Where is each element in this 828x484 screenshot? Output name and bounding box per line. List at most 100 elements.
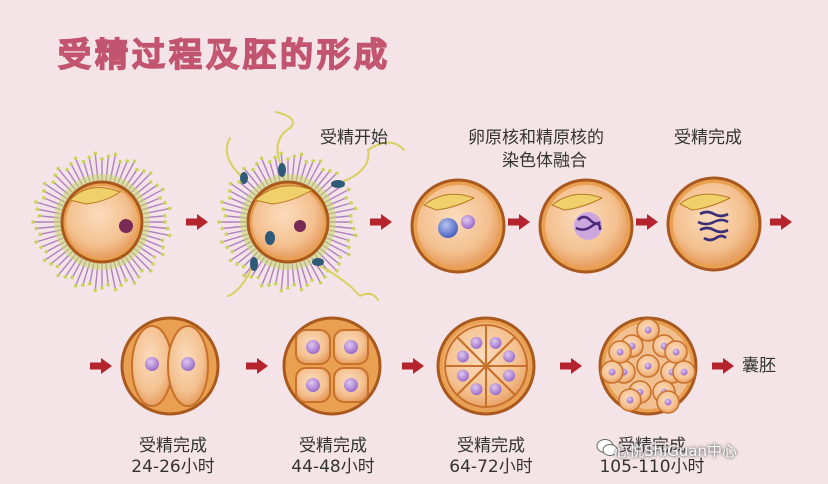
corona-cell: [279, 151, 284, 156]
stage-time: 105-110小时: [599, 457, 705, 477]
corona-cell: [292, 282, 296, 287]
corona-cell: [132, 159, 137, 163]
nucleus: [503, 369, 516, 382]
corona-cell: [55, 264, 60, 269]
corona-cell: [353, 206, 358, 211]
corona-cell: [35, 207, 40, 211]
corona-cell: [100, 286, 104, 290]
nucleus: [470, 336, 483, 349]
corona-cell: [160, 238, 165, 243]
corona-cell: [100, 157, 104, 161]
nucleus: [489, 383, 502, 396]
corona-cell: [165, 226, 170, 231]
stage-time: 64-72小时: [449, 457, 533, 477]
corona-cell: [347, 187, 351, 192]
corona-cell: [113, 287, 118, 292]
corona-cell: [69, 161, 73, 166]
corona-cell: [132, 281, 137, 285]
corona-cell: [158, 196, 163, 200]
corona-cell: [334, 268, 339, 273]
corona-cell: [273, 281, 278, 286]
corona-cell: [347, 245, 351, 250]
corona-cell: [220, 240, 224, 244]
corona-cell: [249, 275, 254, 279]
corona-cell: [162, 214, 167, 218]
corona-cell: [148, 268, 153, 273]
corona-cell: [353, 233, 358, 238]
corona-cell: [310, 278, 314, 283]
stage-name: 受精完成: [139, 436, 207, 456]
corona-cell: [227, 189, 232, 193]
corona-cell: [167, 233, 172, 238]
corona-cell: [151, 262, 155, 266]
corona-cell: [228, 181, 233, 186]
corona-cell: [56, 166, 61, 171]
corona-cell: [318, 159, 323, 163]
corona-cell: [348, 214, 353, 218]
corona-cell: [41, 189, 46, 193]
corona-cell: [161, 245, 165, 250]
corona-cell: [242, 166, 247, 171]
corona-cell: [322, 275, 327, 279]
corona-cell: [217, 220, 221, 224]
zygote-cell: [666, 176, 762, 272]
corona-cell: [267, 159, 272, 164]
corona-cell: [225, 245, 229, 250]
egg-with-corona: [31, 151, 172, 293]
label-pronuclei-line2: 染色体融合: [502, 151, 587, 171]
corona-cell: [328, 169, 332, 173]
stage-time: 24-26小时: [131, 457, 215, 477]
corona-cell: [167, 206, 172, 211]
corona-cell: [51, 180, 56, 184]
corona-cell: [135, 167, 139, 172]
corona-cell: [44, 249, 49, 254]
corona-cell: [161, 187, 165, 192]
corona-cell: [349, 201, 353, 205]
stage-label: 受精完成 24-26小时: [108, 436, 238, 478]
nucleus: [456, 369, 469, 382]
corona-cell: [163, 201, 167, 205]
corona-cell: [267, 283, 271, 287]
corona-cell: [140, 268, 144, 273]
corona-cell: [118, 159, 123, 164]
nucleus: [456, 350, 469, 363]
corona-cell: [65, 167, 69, 172]
corona-cell: [81, 283, 85, 287]
stage-label: 受精完成 105-110小时: [582, 436, 722, 478]
wechat-icon: [596, 439, 618, 456]
two-cell-embryo: [120, 316, 220, 416]
nucleus: [680, 368, 688, 376]
corona-cell: [230, 249, 235, 254]
four-cell-embryo: [282, 316, 382, 416]
corona-cell: [286, 157, 290, 161]
corona-cell: [136, 275, 141, 279]
corona-cell: [349, 220, 353, 224]
egg-with-sperm: [217, 111, 405, 301]
nucleus: [616, 348, 624, 356]
label-fertilization-start: 受精开始: [320, 128, 388, 148]
corona-cell: [93, 151, 98, 156]
stage-name: 受精完成: [457, 436, 525, 456]
corona-cell: [299, 287, 304, 292]
corona-cell: [41, 196, 46, 200]
label-pronuclei-line1: 卵原核和精原核的: [468, 128, 604, 148]
corona-cell: [256, 275, 261, 280]
nucleus: [644, 362, 652, 370]
corona-cell: [251, 167, 255, 172]
corona-cell: [346, 238, 351, 243]
label-fertilization-complete: 受精完成: [674, 128, 742, 148]
corona-cell: [56, 273, 61, 278]
corona-cell: [311, 159, 316, 163]
corona-cell: [321, 167, 325, 172]
corona-cell: [305, 283, 309, 287]
corona-cell: [119, 283, 123, 287]
corona-cell: [125, 159, 130, 163]
chromosome-fusion-cell: [538, 178, 634, 274]
nucleus: [664, 398, 672, 406]
stage-label: 受精完成 64-72小时: [426, 436, 556, 478]
corona-cell: [344, 196, 349, 200]
corona-cell: [148, 180, 153, 184]
nucleus: [489, 336, 502, 349]
corona-cell: [334, 171, 339, 176]
